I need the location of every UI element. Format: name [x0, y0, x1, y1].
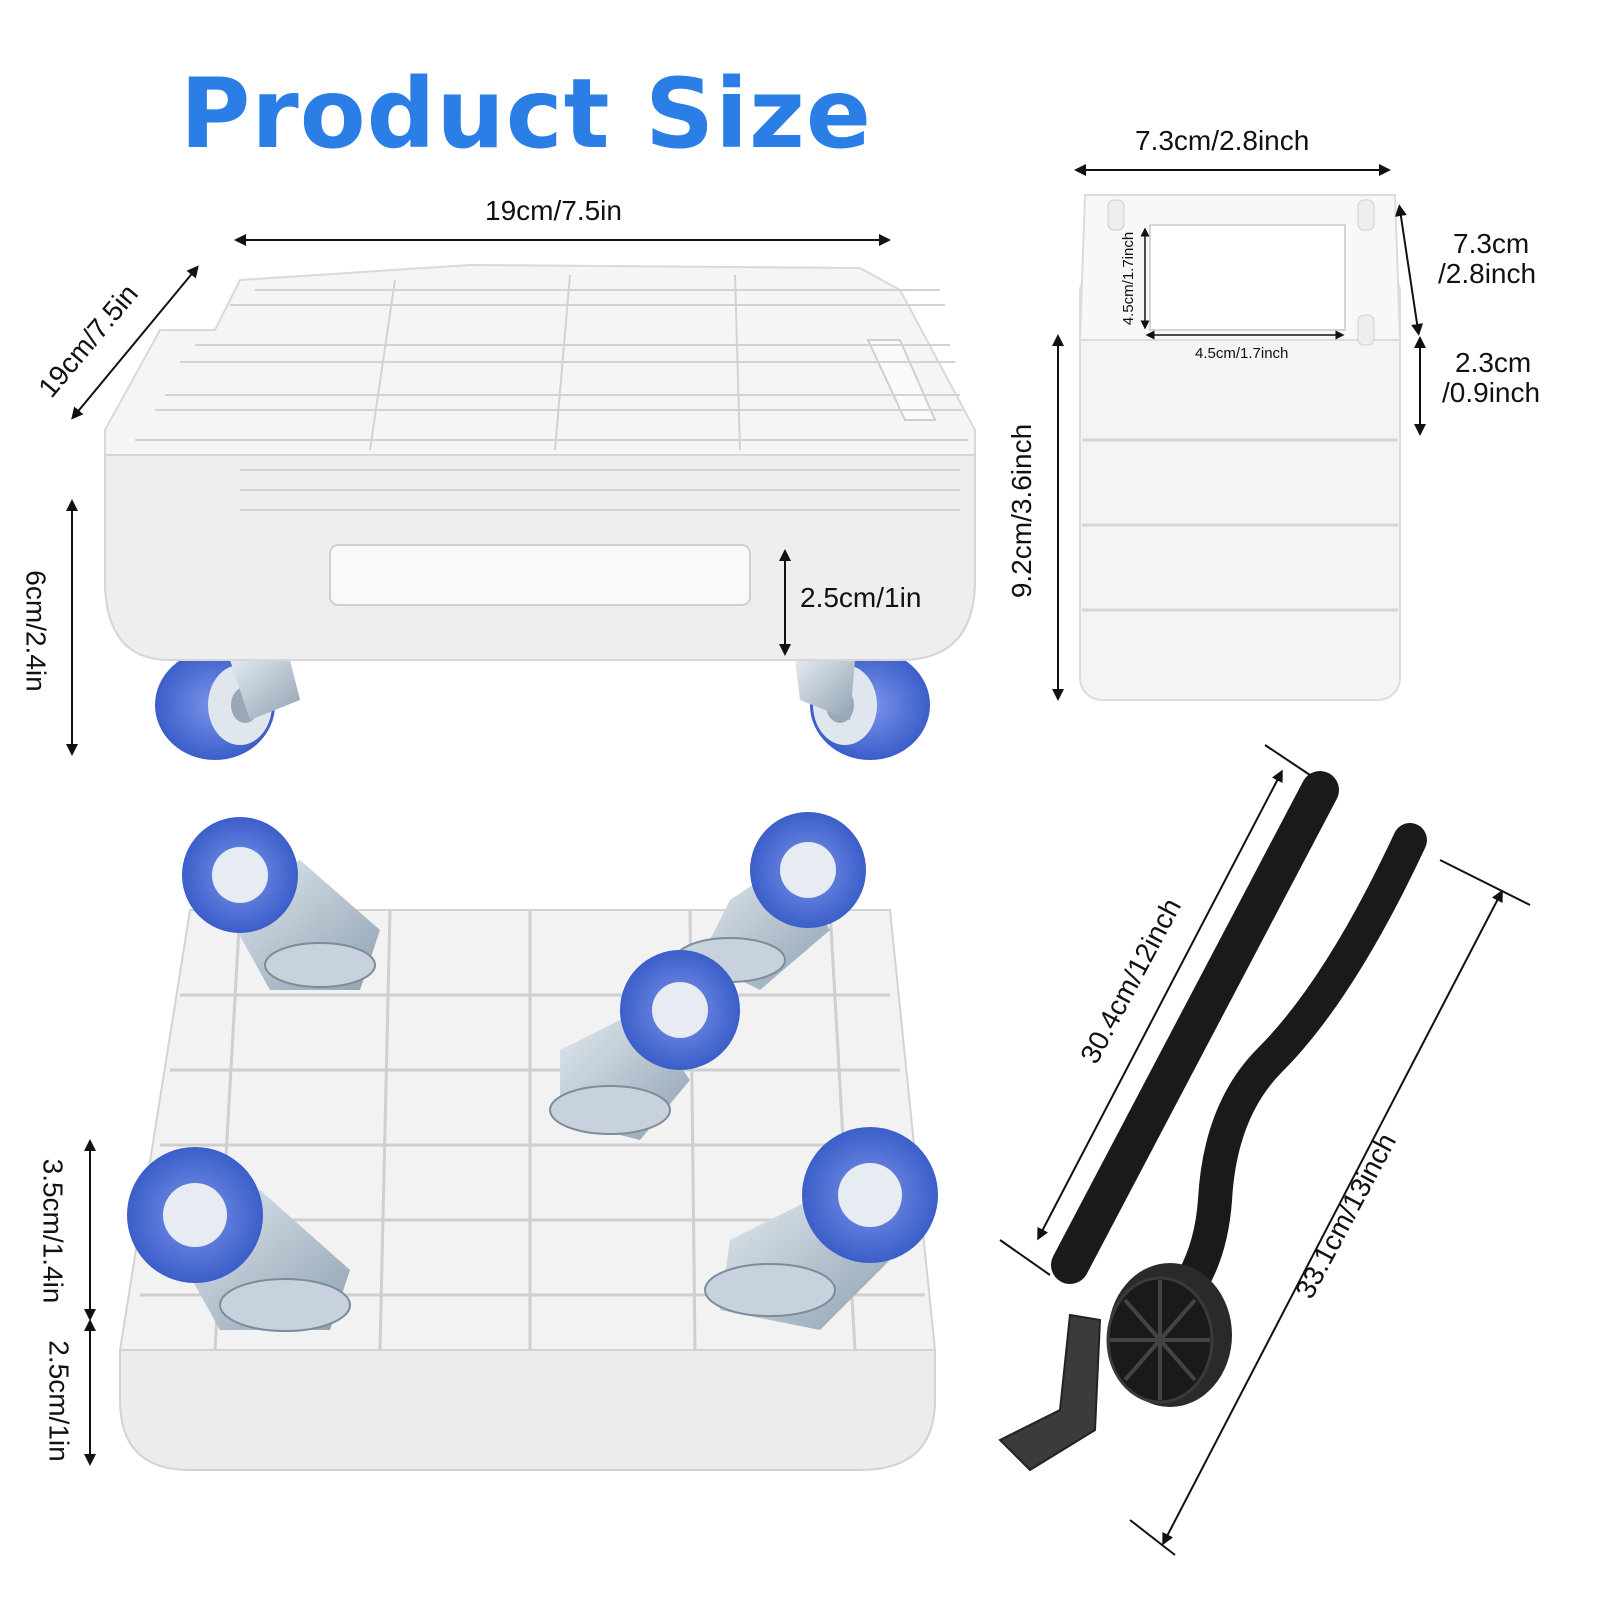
dolly-width-label: 19cm/7.5in — [485, 195, 622, 226]
caster-4 — [127, 1147, 351, 1332]
caster-5 — [704, 1127, 938, 1330]
caster-3 — [549, 950, 740, 1140]
dolly-bottom-view — [118, 812, 938, 1471]
riser-layer-label-1: 2.3cm — [1455, 347, 1532, 378]
caster-1 — [182, 817, 380, 990]
wheel-front-right — [795, 650, 930, 760]
page-title: Product Size — [180, 58, 872, 170]
riser-top-width-label: 7.3cm/2.8inch — [1135, 125, 1310, 156]
riser-layer-label-2: /0.9inch — [1442, 377, 1541, 408]
riser-inner-bottom-label: 4.5cm/1.7inch — [1195, 345, 1289, 362]
caster-height-label: 3.5cm/1.4in — [37, 1158, 69, 1304]
dolly-top-view — [104, 263, 976, 760]
riser-depth-label-2: /2.8inch — [1438, 258, 1537, 289]
riser-depth-label-1: 7.3cm — [1453, 228, 1530, 259]
riser-stack — [1078, 194, 1402, 701]
lever-lifter — [998, 823, 1427, 1472]
wheel-front-left — [155, 650, 300, 760]
handle-gap-label: 2.5cm/1in — [800, 582, 922, 613]
riser-height-label: 9.2cm/3.6inch — [1006, 423, 1038, 599]
dolly-height-label: 6cm/2.4in — [20, 570, 52, 692]
riser-inner-side-label: 4.5cm/1.7inch — [1120, 231, 1138, 326]
base-height-label: 2.5cm/1in — [43, 1340, 75, 1462]
